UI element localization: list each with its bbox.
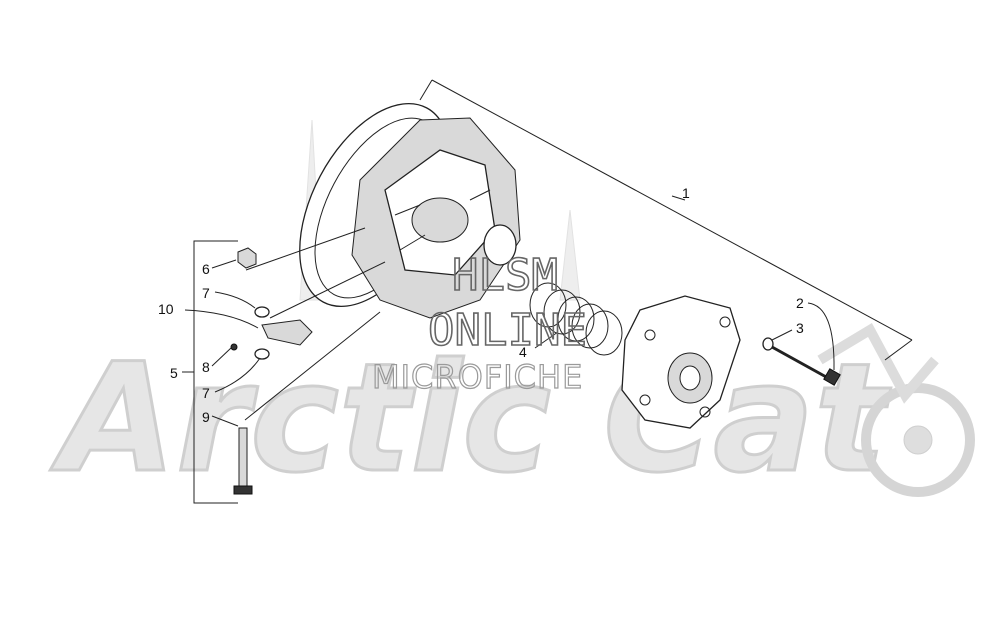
watermark-line2: ONLINE (428, 305, 587, 356)
watermark-line1: HLSM (452, 250, 558, 301)
cover-bolt (762, 337, 841, 386)
housing-details (394, 189, 491, 251)
callout-labels: 1 2 3 4 5 6 7 7 8 9 10 (158, 185, 804, 425)
callout-7a: 7 (202, 285, 210, 301)
watermark-line3: MICROFICHE (372, 358, 583, 396)
washer-7b (254, 348, 270, 360)
background-logo: Arctic Cat (49, 119, 975, 508)
washer-7a (254, 306, 270, 318)
bg-hub-icon (903, 425, 933, 455)
callout-3: 3 (796, 320, 804, 336)
bg-frame-icon (817, 323, 939, 404)
roller-arm-10 (261, 319, 313, 346)
clutch-cover-plate (621, 295, 741, 429)
callout-6: 6 (202, 261, 210, 277)
callout-1: 1 (682, 185, 690, 201)
leader-lines (184, 227, 835, 427)
callout-8: 8 (202, 359, 210, 375)
callout-5: 5 (170, 365, 178, 381)
washer-3 (762, 337, 774, 351)
clutch-spring (529, 282, 623, 356)
bolt-9 (238, 427, 248, 491)
clutch-hub (411, 197, 469, 243)
shaft-nose (483, 224, 517, 266)
sub-assembly-bracket (182, 240, 238, 504)
callout-10: 10 (158, 301, 174, 317)
assembly-bracket (419, 79, 913, 361)
pin-8 (230, 343, 238, 351)
nut-6 (237, 247, 257, 269)
bg-wheel-icon (861, 383, 975, 497)
callout-7b: 7 (202, 385, 210, 401)
callout-9: 9 (202, 409, 210, 425)
callout-2: 2 (796, 295, 804, 311)
sub-assembly-parts (230, 247, 313, 495)
svg-text:Arctic Cat: Arctic Cat (50, 332, 892, 506)
drive-clutch-assembly (299, 102, 521, 319)
watermark: HLSM ONLINE MICROFICHE (371, 249, 587, 396)
callout-4: 4 (519, 344, 527, 360)
